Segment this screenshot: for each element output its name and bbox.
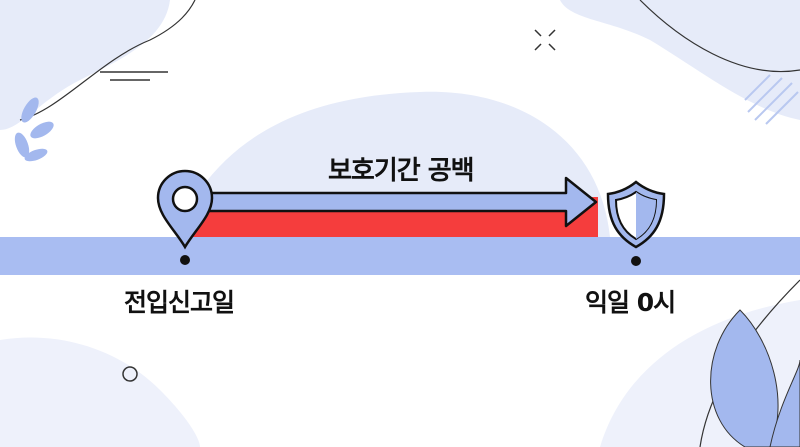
start-label: 전입신고일 xyxy=(124,288,235,317)
end-label: 익일 0시 xyxy=(585,288,676,317)
arrow-icon xyxy=(198,176,598,228)
shield-icon xyxy=(606,180,666,249)
end-point xyxy=(631,256,641,266)
location-pin-icon xyxy=(156,169,214,250)
sparkle-icon xyxy=(534,29,556,51)
start-point xyxy=(180,255,190,265)
decorative-line xyxy=(19,0,196,121)
background-blob-top-left xyxy=(0,0,170,130)
hatch-circle xyxy=(744,74,799,125)
timeline-band xyxy=(0,237,800,275)
decorative-line xyxy=(639,0,800,72)
background-blob-bottom-left xyxy=(0,337,200,447)
leaf-icon xyxy=(710,309,800,447)
leaf-icon xyxy=(14,97,54,162)
decorative-circle xyxy=(122,366,138,382)
diagram-title: 보호기간 공백 xyxy=(328,156,475,186)
background-blob-top-right xyxy=(560,0,800,120)
